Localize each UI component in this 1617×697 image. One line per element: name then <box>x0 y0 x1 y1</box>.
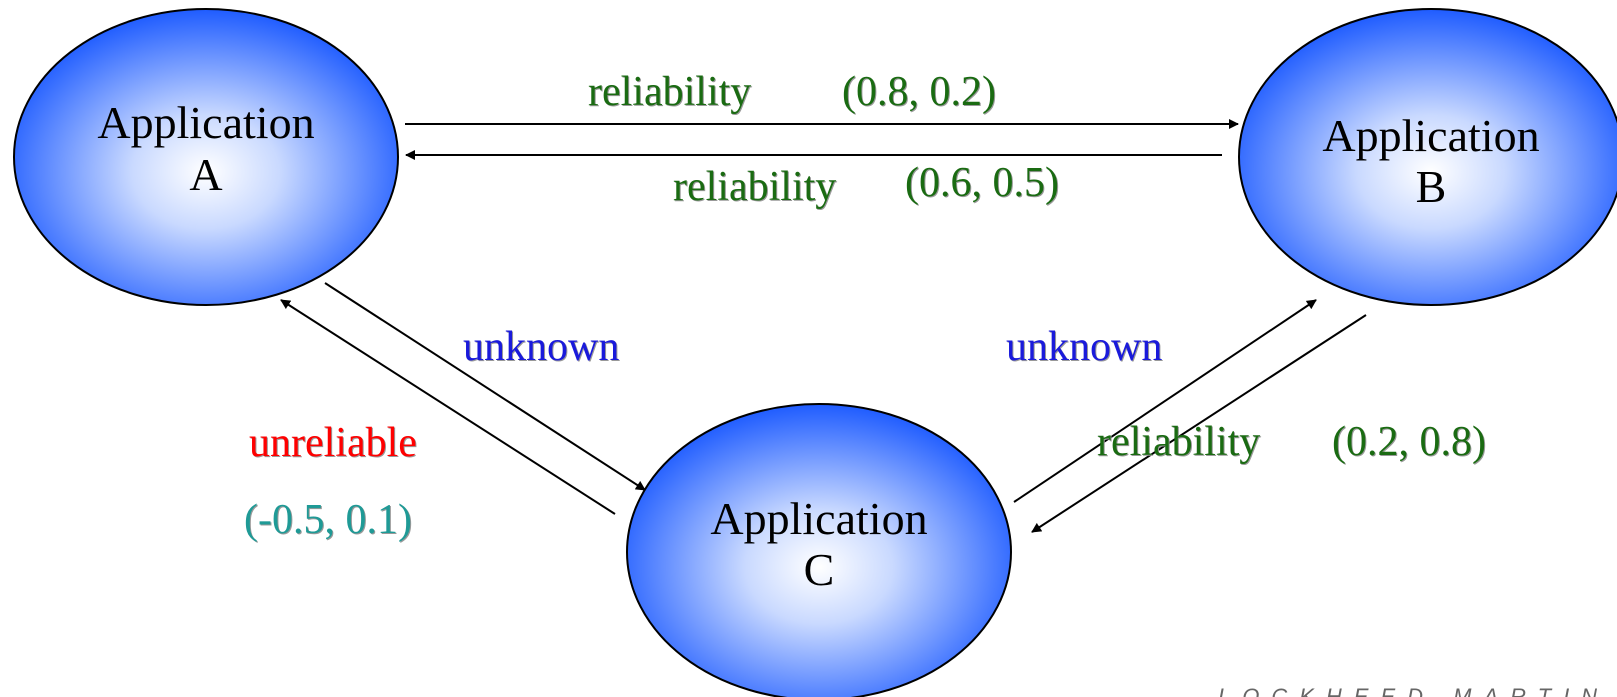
node-b-letter: B <box>1416 161 1447 212</box>
edges <box>280 119 1367 533</box>
arrow-b-to-c <box>1031 314 1367 533</box>
edge-a-to-c-label: unknown <box>463 324 619 370</box>
node-b-ellipse <box>1238 8 1617 306</box>
node-application-c: Application C <box>626 403 1012 697</box>
node-c-title: Application <box>710 493 927 544</box>
lockheed-martin-logo: LOCKHEED MARTIN <box>1218 684 1609 697</box>
edge-a-to-b-label: reliability <box>588 69 751 115</box>
arrow-a-to-c <box>324 282 646 491</box>
edge-b-to-a-value: (0.6, 0.5) <box>905 160 1059 206</box>
node-application-a: Application A <box>13 8 399 306</box>
node-a-title: Application <box>97 97 314 148</box>
edge-c-to-a-label: unreliable <box>249 420 417 466</box>
node-c-letter: C <box>804 544 835 595</box>
edge-c-to-b-label: unknown <box>1006 324 1162 370</box>
edge-c-to-a-value: (-0.5, 0.1) <box>244 497 412 543</box>
edge-b-to-c-label: reliability <box>1097 419 1260 465</box>
node-c-ellipse <box>626 403 1012 697</box>
edge-labels: reliability (0.8, 0.2) reliability (0.6,… <box>244 69 1486 543</box>
edge-a-to-b-value: (0.8, 0.2) <box>842 69 996 115</box>
edge-b-to-c-value: (0.2, 0.8) <box>1332 419 1486 465</box>
arrow-c-to-a <box>280 299 616 515</box>
node-b-title: Application <box>1322 110 1539 161</box>
arrow-c-to-b <box>1013 299 1317 503</box>
node-a-ellipse <box>13 8 399 306</box>
node-a-letter: A <box>189 149 222 200</box>
node-application-b: Application B <box>1238 8 1617 306</box>
edge-b-to-a-label: reliability <box>673 164 836 210</box>
